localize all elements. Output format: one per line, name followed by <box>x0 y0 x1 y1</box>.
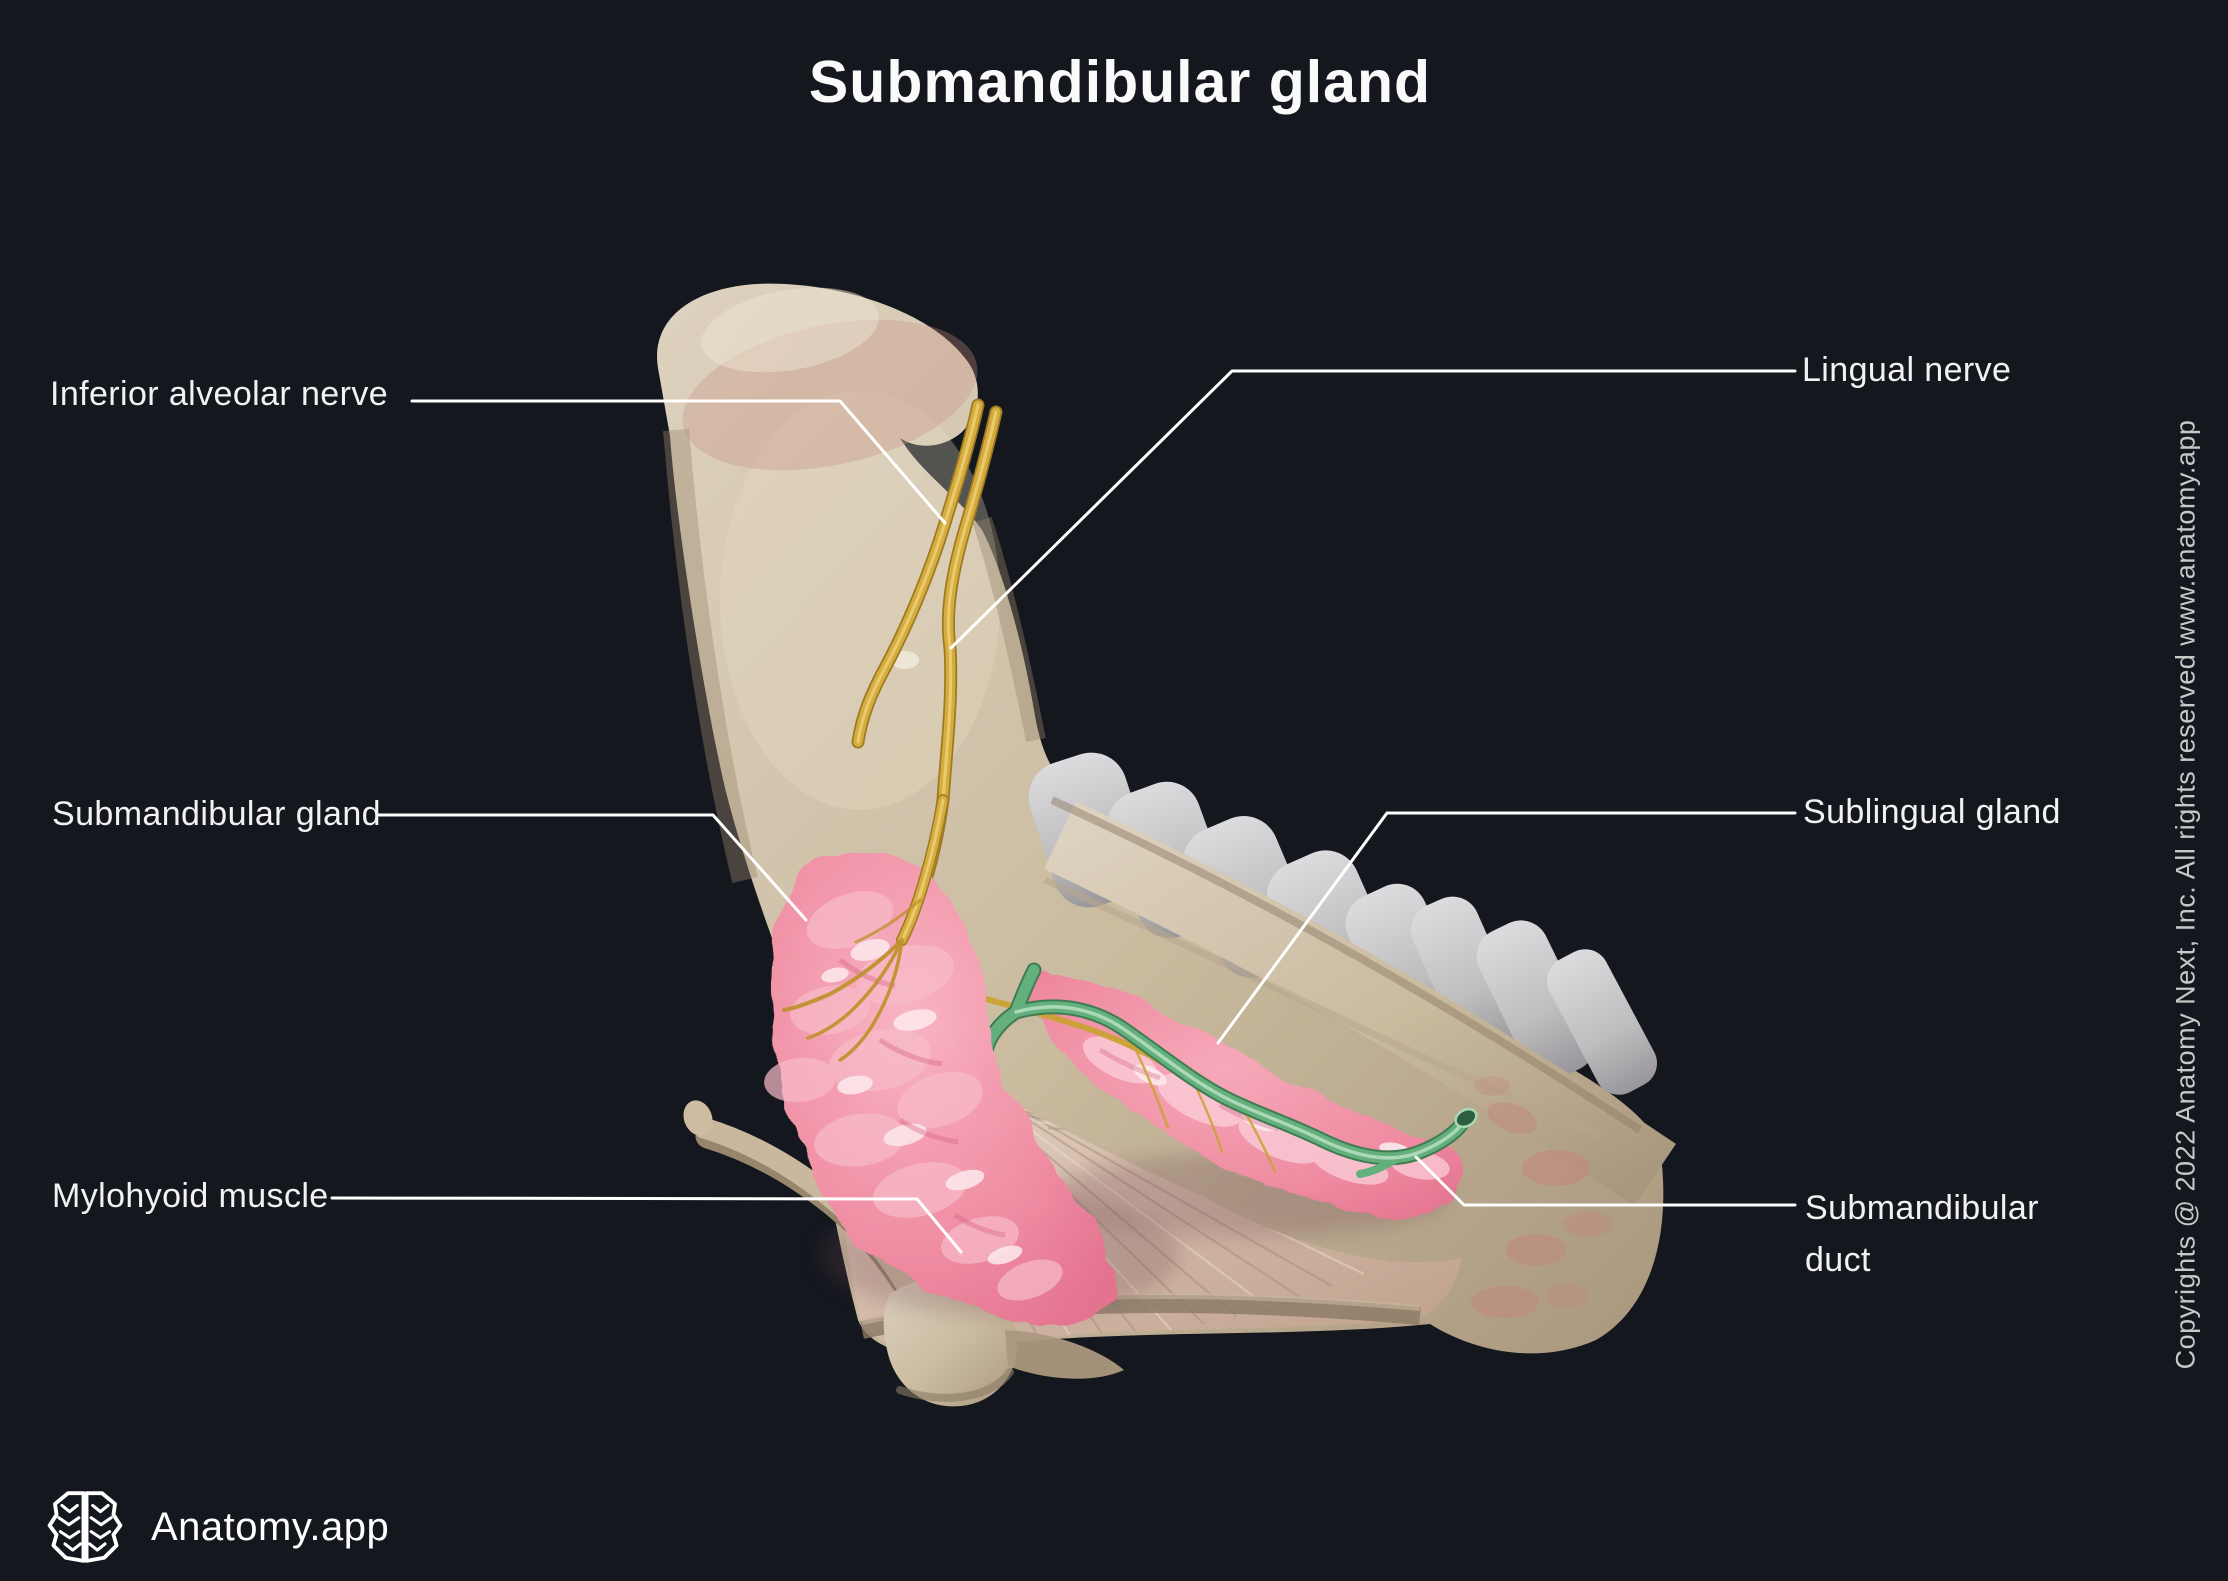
label-inferior-alveolar-nerve: Inferior alveolar nerve <box>50 375 389 413</box>
label-sublingual-gland: Sublingual gland <box>1803 793 2061 831</box>
inferior-alveolar-nerve-shape <box>851 398 985 749</box>
leader-line-inferior-alveolar-nerve <box>410 399 947 525</box>
brand-footer: Anatomy.app <box>45 1485 389 1569</box>
copyright-text: Copyrights @ 2022 Anatomy Next, Inc. All… <box>2170 419 2201 1370</box>
label-submandibular-gland: Submandibular gland <box>52 795 381 833</box>
label-lingual-nerve: Lingual nerve <box>1802 351 2012 389</box>
chin-texture <box>1471 1076 1612 1318</box>
brain-icon <box>47 1491 123 1563</box>
page-title: Submandibular gland <box>808 49 1432 115</box>
leader-line-lingual-nerve <box>949 369 1797 650</box>
submandibular-gland-shape <box>764 851 1180 1325</box>
label-mylohyoid-muscle: Mylohyoid muscle <box>52 1177 329 1215</box>
gland-nerve-branches <box>782 794 949 1062</box>
label-submandibular-duct: Submandibular duct <box>1805 1189 2039 1279</box>
leader-line-submandibular-duct <box>1414 1155 1797 1207</box>
leader-line-mylohyoid-muscle <box>330 1196 963 1254</box>
leader-line-sublingual-gland <box>1216 811 1797 1045</box>
brand-name: Anatomy.app <box>151 1504 390 1549</box>
teeth <box>1028 752 1676 1207</box>
submandibular-duct-shape <box>978 962 1478 1178</box>
leader-line-submandibular-gland <box>376 813 808 922</box>
